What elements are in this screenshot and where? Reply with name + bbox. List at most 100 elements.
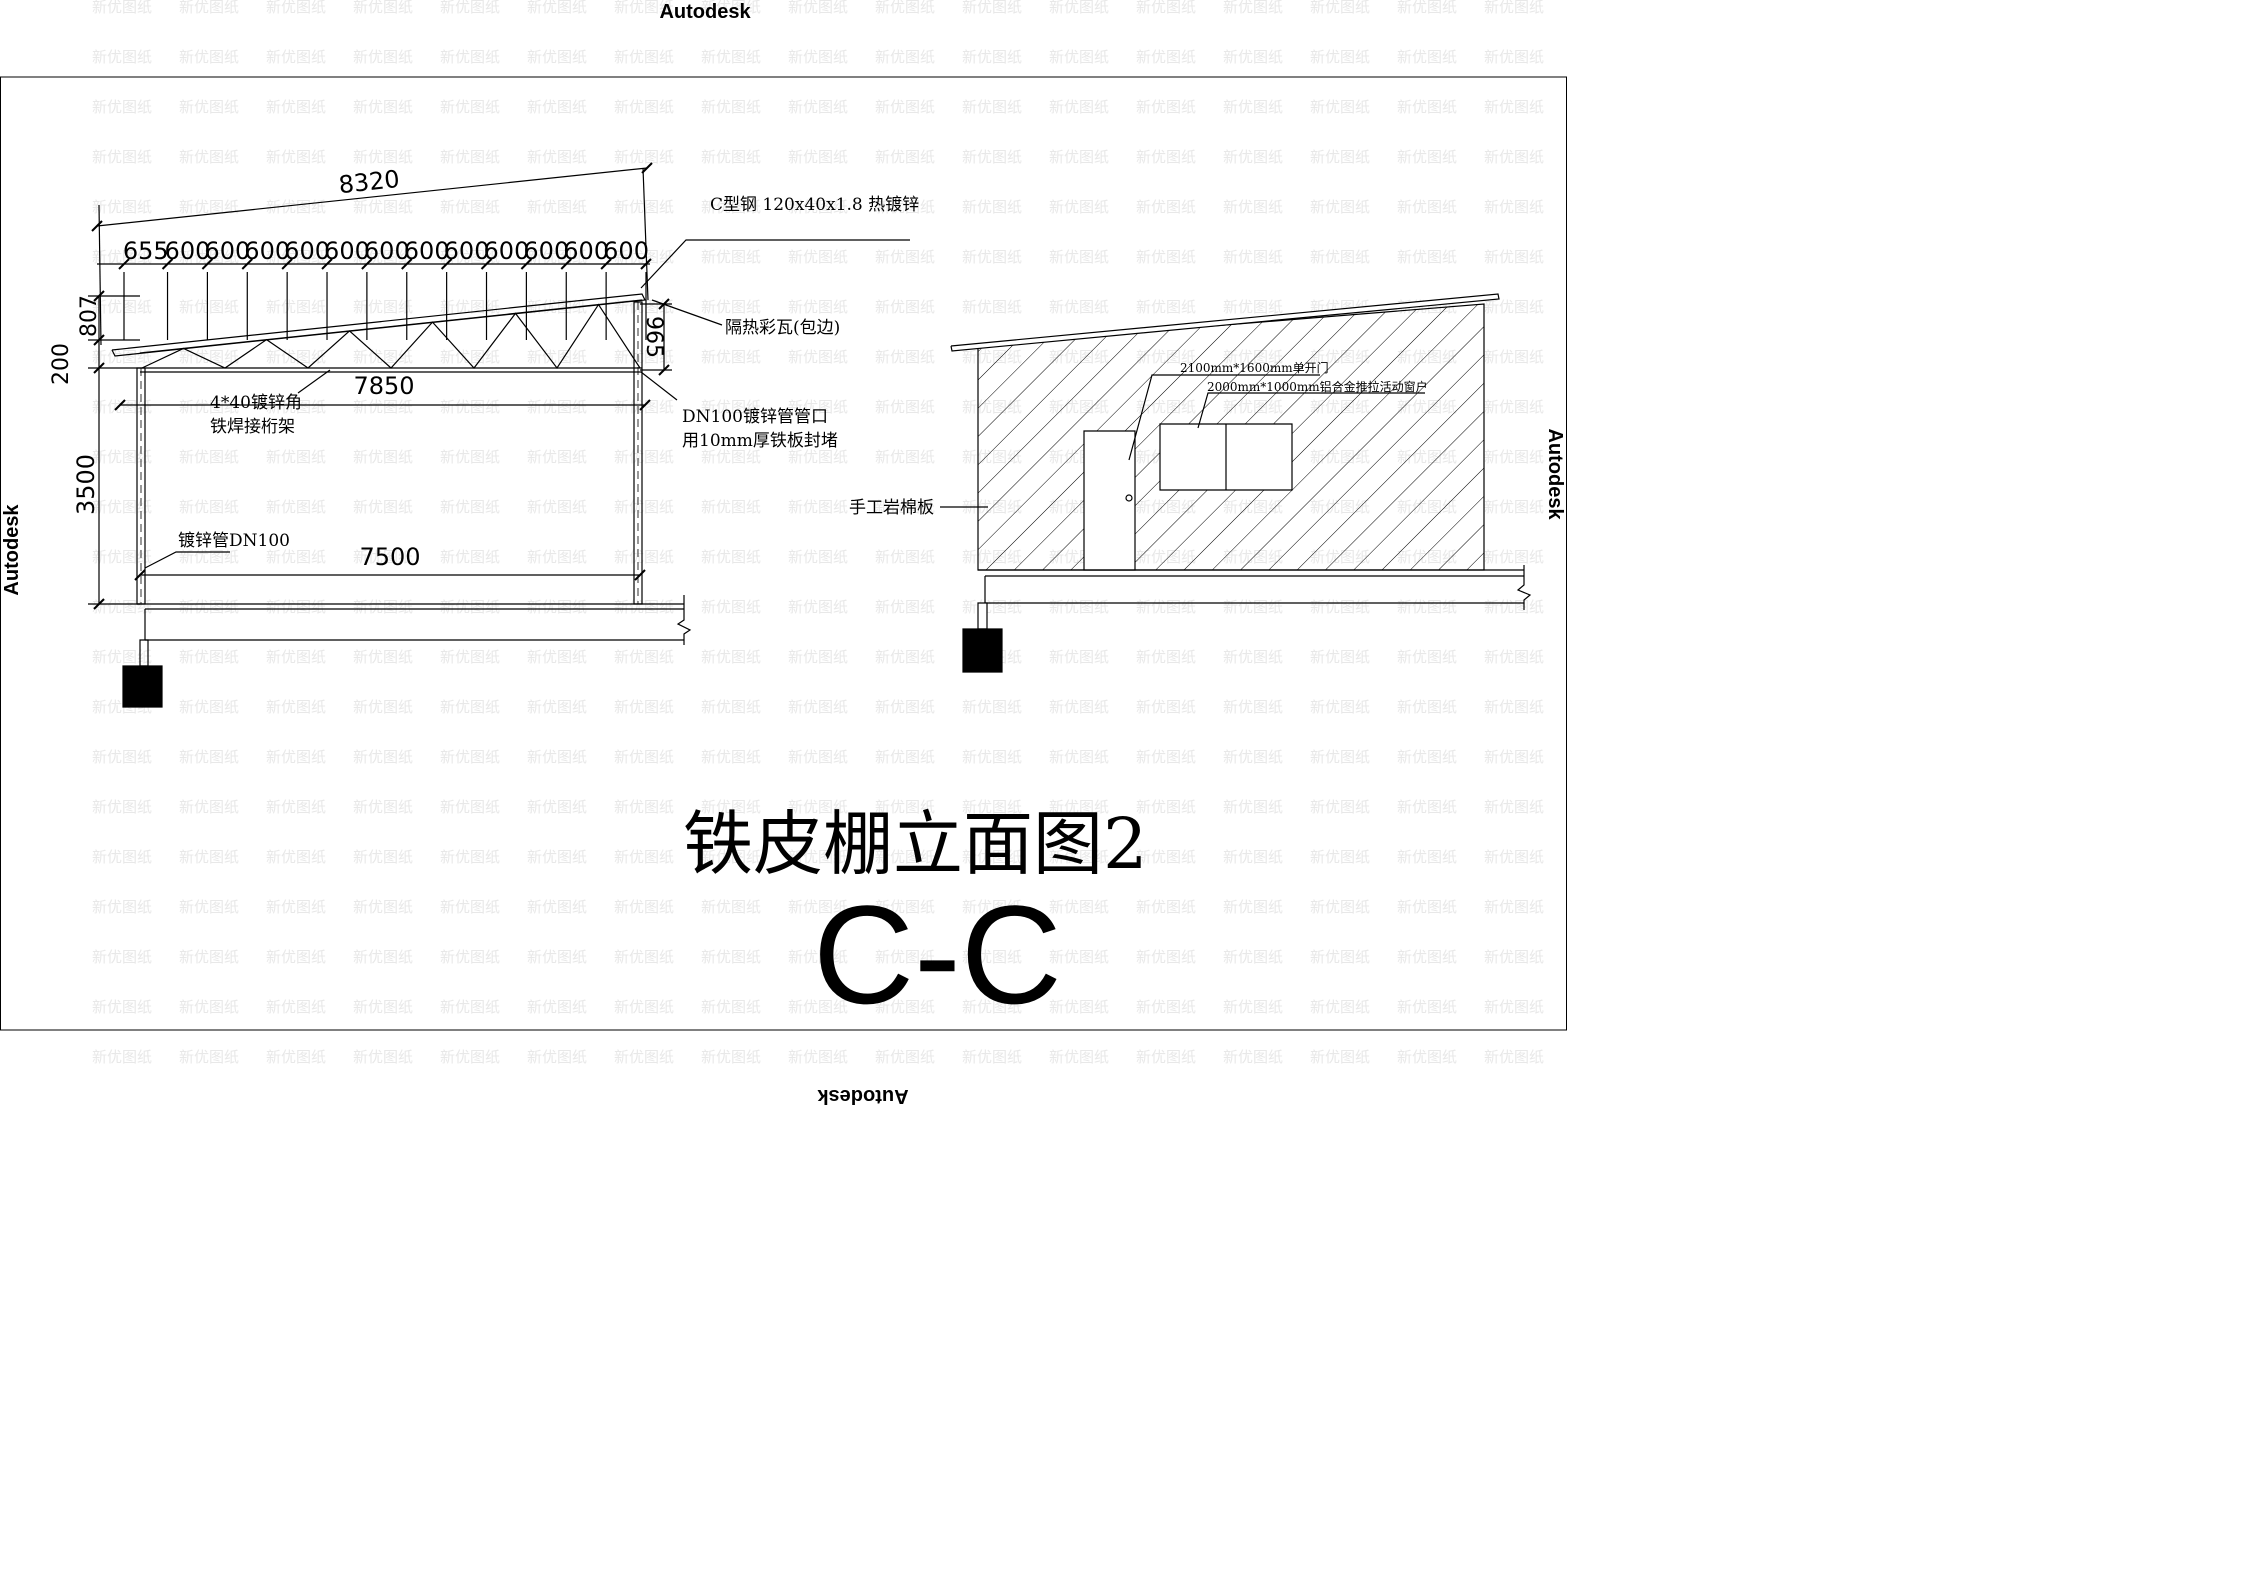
watermark-text: 新优图纸 xyxy=(962,1048,1022,1066)
autodesk-stamp-top: Autodesk xyxy=(659,1,751,23)
watermark-text: 新优图纸 xyxy=(440,548,500,566)
watermark-text: 新优图纸 xyxy=(875,998,935,1016)
watermark-text: 新优图纸 xyxy=(875,248,935,266)
watermark-text: 新优图纸 xyxy=(92,398,152,416)
watermark-text: 新优图纸 xyxy=(1049,648,1109,666)
watermark-text: 新优图纸 xyxy=(92,648,152,666)
watermark-text: 新优图纸 xyxy=(1310,198,1370,216)
watermark-text: 新优图纸 xyxy=(1049,998,1109,1016)
footing-block-right xyxy=(963,629,1002,672)
watermark-text: 新优图纸 xyxy=(527,248,587,266)
note-pipe-cap-2: 用10mm厚铁板封堵 xyxy=(682,431,838,451)
watermark-text: 新优图纸 xyxy=(701,648,761,666)
watermark-text: 新优图纸 xyxy=(962,48,1022,66)
watermark-text: 新优图纸 xyxy=(179,248,239,266)
roof-sheet-right xyxy=(951,294,1499,351)
watermark-text: 新优图纸 xyxy=(875,648,935,666)
watermark-text: 新优图纸 xyxy=(1049,798,1109,816)
watermark-text: 新优图纸 xyxy=(353,798,413,816)
watermark-text: 新优图纸 xyxy=(527,0,587,16)
watermark-text: 新优图纸 xyxy=(179,798,239,816)
watermark-text: 新优图纸 xyxy=(1136,248,1196,266)
watermark-text: 新优图纸 xyxy=(875,1048,935,1066)
watermark-text: 新优图纸 xyxy=(1397,0,1457,16)
watermark-text: 新优图纸 xyxy=(179,0,239,16)
watermark-text: 新优图纸 xyxy=(1484,48,1544,66)
watermark-text: 新优图纸 xyxy=(701,148,761,166)
watermark-text: 新优图纸 xyxy=(614,748,674,766)
watermark-text: 新优图纸 xyxy=(788,898,848,916)
watermark-text: 新优图纸 xyxy=(266,248,326,266)
watermark-text: 新优图纸 xyxy=(875,698,935,716)
watermark-text: 新优图纸 xyxy=(1397,198,1457,216)
watermark-text: 新优图纸 xyxy=(701,48,761,66)
spacing-tick xyxy=(402,259,412,269)
watermark-text: 新优图纸 xyxy=(440,998,500,1016)
watermark-text: 新优图纸 xyxy=(353,698,413,716)
watermark-text: 新优图纸 xyxy=(701,798,761,816)
watermark-text: 新优图纸 xyxy=(788,498,848,516)
spacing-tick xyxy=(242,259,252,269)
watermark-text: 新优图纸 xyxy=(1049,48,1109,66)
watermark-text: 新优图纸 xyxy=(266,298,326,316)
watermark-text: 新优图纸 xyxy=(440,298,500,316)
watermark-text: 新优图纸 xyxy=(788,698,848,716)
watermark-text: 新优图纸 xyxy=(1484,148,1544,166)
autodesk-stamp-bottom: Autodesk xyxy=(817,1085,909,1107)
watermark-text: 新优图纸 xyxy=(353,148,413,166)
watermark-text: 新优图纸 xyxy=(1223,798,1283,816)
watermark-text: 新优图纸 xyxy=(440,398,500,416)
watermark-text: 新优图纸 xyxy=(1136,98,1196,116)
watermark-text: 新优图纸 xyxy=(440,898,500,916)
watermark-text: 新优图纸 xyxy=(1484,898,1544,916)
watermark-text: 新优图纸 xyxy=(1049,748,1109,766)
spacing-tick xyxy=(482,259,492,269)
watermark-text: 新优图纸 xyxy=(1397,798,1457,816)
watermark-text: 新优图纸 xyxy=(962,0,1022,16)
autodesk-stamp-right: Autodesk xyxy=(1544,428,1566,520)
watermark-text: 新优图纸 xyxy=(1136,198,1196,216)
watermark-text: 新优图纸 xyxy=(1049,248,1109,266)
watermark-text: 新优图纸 xyxy=(527,148,587,166)
watermark-text: 新优图纸 xyxy=(527,848,587,866)
spacing-tick xyxy=(362,259,372,269)
watermark-text: 新优图纸 xyxy=(1397,48,1457,66)
watermark-text: 新优图纸 xyxy=(1223,0,1283,16)
watermark-text: 新优图纸 xyxy=(962,248,1022,266)
watermark-text: 新优图纸 xyxy=(527,948,587,966)
watermark-text: 新优图纸 xyxy=(527,1048,587,1066)
watermark-text: 新优图纸 xyxy=(614,48,674,66)
dim-line-8320 xyxy=(97,168,647,226)
spacing-label: 600 xyxy=(404,237,450,265)
watermark-text: 新优图纸 xyxy=(1049,848,1109,866)
watermark-text: 新优图纸 xyxy=(440,498,500,516)
watermark-text: 新优图纸 xyxy=(353,398,413,416)
watermark-text: 新优图纸 xyxy=(614,648,674,666)
watermark-text: 新优图纸 xyxy=(353,498,413,516)
watermark-text: 新优图纸 xyxy=(875,798,935,816)
watermark-text: 新优图纸 xyxy=(614,98,674,116)
watermark-text: 新优图纸 xyxy=(875,148,935,166)
watermark-text: 新优图纸 xyxy=(1310,48,1370,66)
watermark-text: 新优图纸 xyxy=(1136,648,1196,666)
watermark-text: 新优图纸 xyxy=(875,848,935,866)
watermark-text: 新优图纸 xyxy=(353,898,413,916)
spacing-label: 600 xyxy=(324,237,370,265)
watermark-text: 新优图纸 xyxy=(1223,748,1283,766)
watermark-text: 新优图纸 xyxy=(701,498,761,516)
watermark-text: 新优图纸 xyxy=(266,598,326,616)
watermark-text: 新优图纸 xyxy=(266,48,326,66)
watermark-text: 新优图纸 xyxy=(440,198,500,216)
watermark-text: 新优图纸 xyxy=(1310,648,1370,666)
watermark-text: 新优图纸 xyxy=(266,498,326,516)
watermark-text: 新优图纸 xyxy=(1049,948,1109,966)
watermark-text: 新优图纸 xyxy=(962,898,1022,916)
watermark-text: 新优图纸 xyxy=(1397,148,1457,166)
spacing-label: 600 xyxy=(364,237,410,265)
watermark-text: 新优图纸 xyxy=(179,48,239,66)
watermark-text: 新优图纸 xyxy=(1484,798,1544,816)
watermark-text: 新优图纸 xyxy=(179,848,239,866)
watermark-text: 新优图纸 xyxy=(92,798,152,816)
watermark-text: 新优图纸 xyxy=(92,148,152,166)
